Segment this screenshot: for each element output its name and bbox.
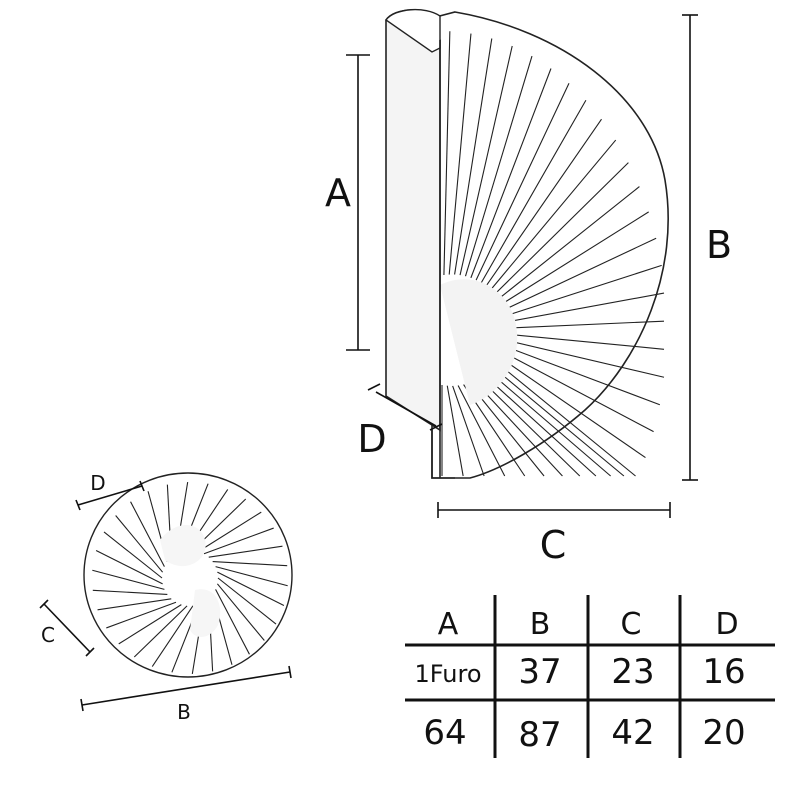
knob-rib	[92, 589, 168, 596]
fan-rib	[452, 385, 485, 477]
fan-rib	[446, 385, 464, 477]
knob-rib	[198, 511, 262, 552]
knob-rib	[203, 527, 274, 555]
dimension-a: A	[325, 54, 370, 351]
fan-rib	[502, 351, 654, 433]
knob-rib	[106, 601, 177, 629]
fan-rib	[506, 333, 665, 350]
table-cell-r2-a: 64	[423, 713, 466, 753]
small-dimension-d: D	[75, 471, 145, 511]
fan-hub	[440, 279, 518, 405]
dimension-c: C	[437, 502, 671, 567]
small-handle-view	[83, 472, 293, 678]
fan-rib	[483, 374, 597, 477]
knob-rib	[151, 605, 194, 667]
dimension-d: D	[357, 383, 443, 461]
fan-rib	[505, 264, 662, 317]
fan-rib	[504, 345, 661, 406]
dimensions-table: A B C D 1Furo 37 23 16 64 87 42 20	[405, 595, 775, 758]
table-header-b: B	[530, 607, 551, 642]
table-cell-r1-a: 1Furo	[415, 660, 482, 688]
fan-rib	[492, 366, 625, 477]
fan-rib	[493, 162, 629, 296]
fan-rib	[459, 45, 513, 276]
table-cell-r1-c: 23	[611, 652, 654, 692]
fan-rib	[443, 31, 451, 276]
knob-lower-hub	[190, 589, 221, 637]
fan-rib	[473, 380, 563, 477]
small-dimension-c-label: C	[41, 623, 55, 647]
fan-rib	[497, 186, 640, 300]
small-dimension-c: C	[39, 599, 95, 657]
fan-rib	[454, 38, 493, 275]
fan-rib	[496, 362, 636, 477]
large-handle-view	[385, 9, 669, 479]
table-header-c: C	[621, 607, 642, 642]
fan-rib	[479, 377, 581, 477]
table-cell-r2-d: 20	[702, 713, 745, 753]
dimension-d-label: D	[357, 417, 386, 461]
small-dimension-b: B	[80, 665, 292, 724]
fan-rib	[506, 292, 665, 323]
fan-rib	[503, 237, 657, 311]
fan-rib	[488, 370, 611, 477]
knob-front-outline	[83, 472, 293, 678]
knob-rib	[103, 531, 163, 579]
fan-rib	[480, 99, 587, 284]
small-dimension-b-label: B	[177, 700, 191, 724]
table-cell-r2-b: 87	[518, 715, 561, 755]
knob-hub	[160, 525, 206, 567]
knob-rib	[92, 569, 165, 590]
fan-rib	[506, 320, 665, 329]
fan-rib	[470, 68, 552, 279]
fan-rib	[464, 55, 533, 277]
knob-rib	[208, 545, 283, 558]
stem-bottom	[431, 430, 455, 479]
knob-rib	[95, 550, 163, 585]
table-cell-r2-c: 42	[611, 713, 654, 753]
knob-rib	[115, 515, 164, 573]
dimension-c-label: C	[540, 523, 567, 567]
dimension-b-label: B	[706, 223, 732, 267]
fan-rib	[500, 211, 649, 306]
dimension-a-label: A	[325, 171, 351, 215]
fan-rib	[485, 118, 602, 287]
knob-rib	[212, 560, 288, 567]
fan-rib	[489, 139, 617, 291]
fan-rib	[499, 356, 646, 459]
table-header-a: A	[438, 607, 459, 642]
small-dimension-d-label: D	[90, 471, 105, 495]
fan-rib	[457, 385, 506, 477]
table-header-d: D	[715, 607, 738, 642]
knob-rib	[215, 589, 250, 655]
fan-rib	[475, 83, 570, 281]
knob-rib	[133, 605, 188, 658]
knob-rib	[217, 577, 277, 625]
fan-ribs	[441, 31, 665, 477]
knob-rib	[130, 501, 165, 567]
knob-rib	[217, 571, 285, 606]
handle-back-plate	[385, 9, 441, 432]
knob-rib	[97, 598, 172, 611]
knob-rib	[216, 583, 265, 641]
dimension-b: B	[682, 14, 732, 481]
knob-rib	[215, 566, 288, 587]
table-cell-r1-d: 16	[702, 652, 745, 692]
fan-rib	[505, 339, 665, 378]
table-cell-r1-b: 37	[518, 652, 561, 692]
knob-rib	[118, 604, 182, 645]
fan-rib	[448, 33, 472, 275]
